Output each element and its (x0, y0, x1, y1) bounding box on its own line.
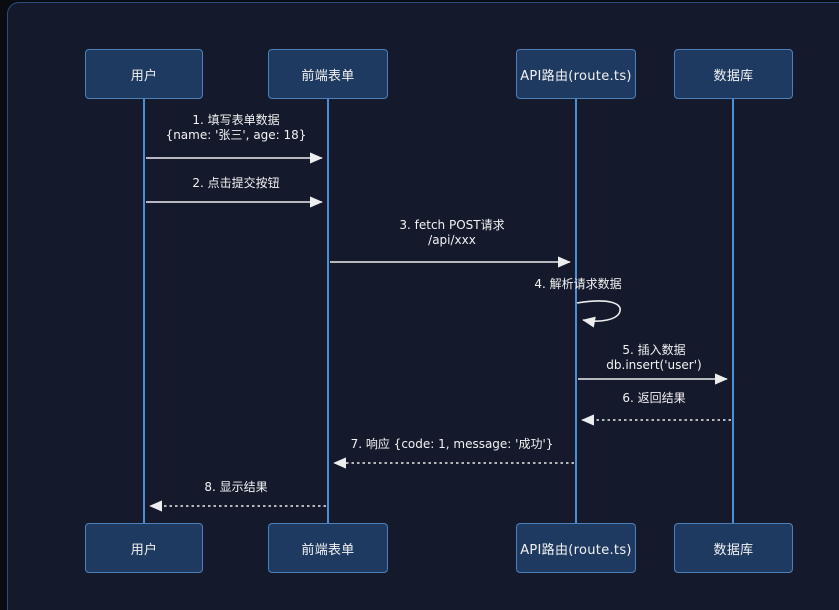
message-8-label: 8. 显示结果 (204, 480, 267, 495)
message-4-line1: 4. 解析请求数据 (534, 277, 622, 291)
participant-database-top: 数据库 (674, 49, 793, 99)
participant-api-route-top: API路由(route.ts) (516, 49, 636, 99)
message-1-line1: 1. 填写表单数据 (192, 113, 280, 127)
participant-user-bottom: 用户 (85, 523, 203, 573)
participant-frontend-form-top: 前端表单 (268, 49, 388, 99)
participant-user-top: 用户 (85, 49, 203, 99)
message-7-line1: 7. 响应 {code: 1, message: '成功'} (350, 437, 554, 451)
message-4-self-loop-arrow (576, 300, 621, 328)
message-6-label: 6. 返回结果 (622, 391, 685, 406)
message-5-line1: 5. 插入数据 (622, 343, 686, 357)
message-2-label: 2. 点击提交按钮 (192, 176, 279, 191)
message-7-label: 7. 响应 {code: 1, message: '成功'} (351, 437, 554, 452)
message-4-label: 4. 解析请求数据 (534, 277, 621, 292)
message-3-line2: /api/xxx (428, 233, 476, 247)
message-1-line2: {name: '张三', age: 18} (165, 128, 307, 142)
message-6-line1: 6. 返回结果 (622, 391, 686, 405)
participant-api-route-bottom: API路由(route.ts) (516, 523, 636, 573)
message-2-line1: 2. 点击提交按钮 (192, 176, 280, 190)
message-5-line2: db.insert('user') (606, 358, 702, 372)
message-5-label: 5. 插入数据 db.insert('user') (606, 343, 701, 373)
message-3-line1: 3. fetch POST请求 (399, 218, 505, 232)
diagram-panel (7, 2, 839, 610)
message-8-line1: 8. 显示结果 (204, 480, 268, 494)
message-3-label: 3. fetch POST请求 /api/xxx (399, 218, 504, 248)
participant-database-bottom: 数据库 (674, 523, 793, 573)
participant-frontend-form-bottom: 前端表单 (268, 523, 388, 573)
message-1-label: 1. 填写表单数据 {name: '张三', age: 18} (166, 113, 307, 143)
